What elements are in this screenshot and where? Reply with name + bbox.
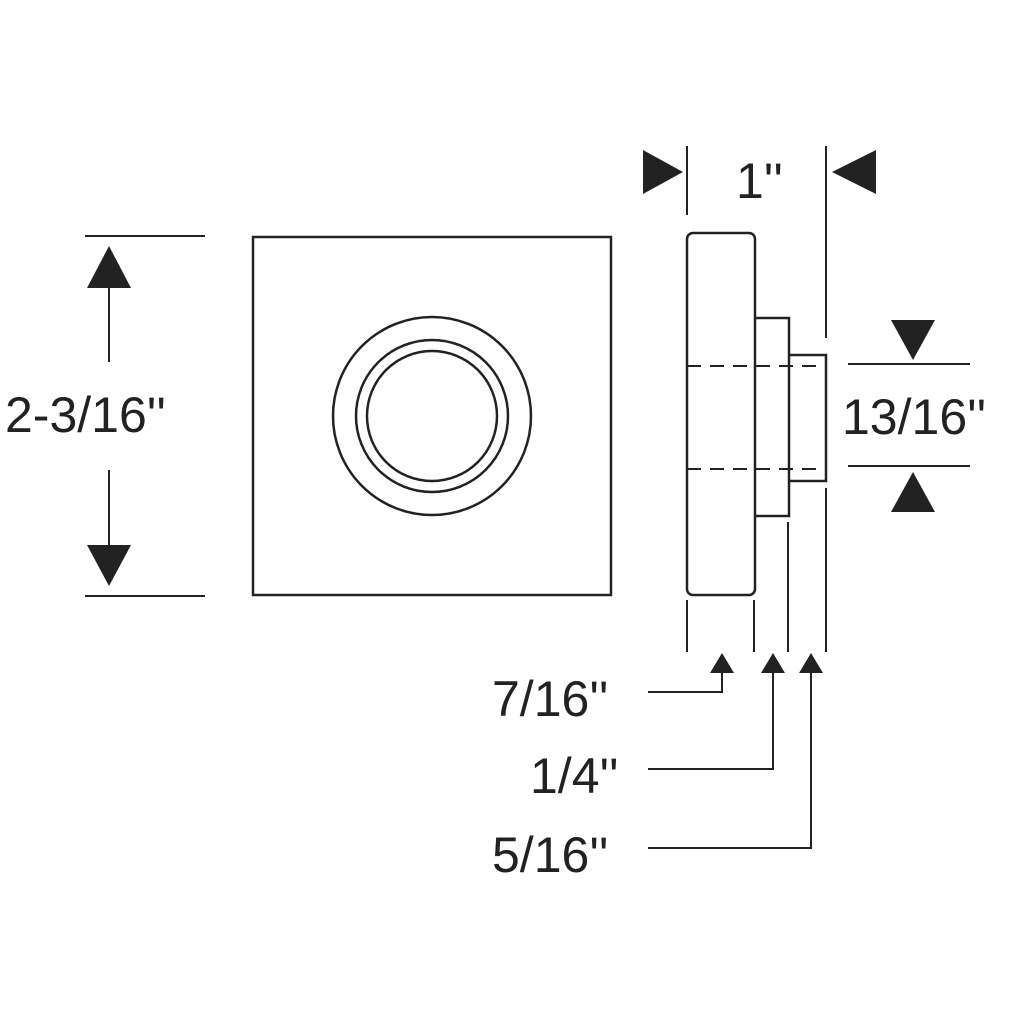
height-dimension: 2-3/16'': [5, 235, 205, 597]
arrow-up-icon: [799, 653, 823, 673]
middle-step-label: 1/4'': [530, 748, 619, 804]
thickness-dimensions: 7/16'' 1/4'' 5/16'': [492, 488, 827, 883]
front-view: [251, 235, 613, 597]
flange-side: [685, 231, 757, 597]
inner-ring: [365, 349, 499, 483]
arrow-up-icon: [710, 653, 734, 673]
arrow-down-icon: [87, 545, 131, 586]
arrow-up-icon: [87, 246, 131, 288]
middle-step-leader: [648, 673, 774, 770]
side-view: [685, 231, 828, 597]
arrow-up-icon: [891, 472, 935, 512]
arrow-right-icon: [643, 150, 683, 194]
arrow-up-icon: [761, 653, 785, 673]
arrow-down-icon: [891, 320, 935, 360]
height-label: 2-3/16'': [5, 387, 166, 443]
boss-length-label: 5/16'': [492, 827, 608, 883]
depth-dimension: 1'': [643, 146, 876, 338]
depth-label: 1'': [736, 153, 783, 209]
boss-diameter-label: 13/16'': [842, 389, 986, 445]
boss-length-leader: [648, 673, 812, 849]
arrow-left-icon: [832, 150, 876, 194]
flange-thickness-label: 7/16'': [492, 671, 608, 727]
flange-thickness-leader: [648, 673, 723, 693]
boss: [786, 353, 828, 483]
boss-diameter-dimension: 13/16'': [842, 320, 986, 512]
middle-step: [752, 316, 791, 518]
